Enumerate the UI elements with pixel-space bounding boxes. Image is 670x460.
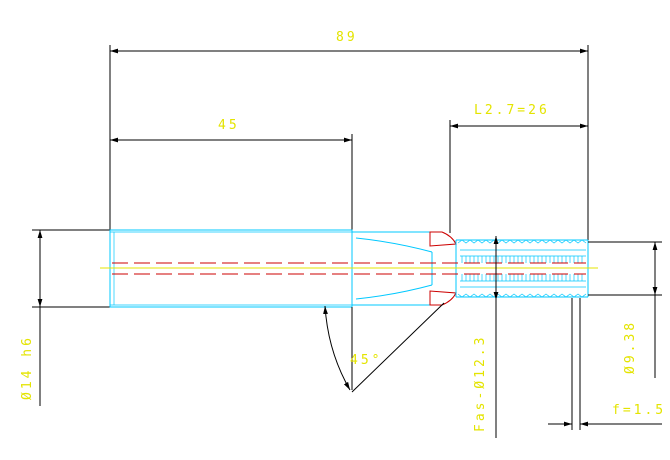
dim-shank-length-label: 45 bbox=[218, 118, 240, 133]
dim-chamfer-angle: 45° bbox=[323, 302, 445, 393]
dim-pitch-label: f=1.5 bbox=[612, 403, 666, 418]
tool-centerlines bbox=[100, 262, 598, 275]
dim-overall-length-label: 89 bbox=[336, 30, 358, 45]
dim-core-diameter: Ø9.38 bbox=[588, 241, 662, 378]
tool-neck bbox=[351, 231, 433, 306]
dim-shank-length: 45 bbox=[110, 118, 353, 232]
dim-cutting-length-label: L2.7=26 bbox=[474, 103, 550, 118]
dim-pitch: f=1.5 bbox=[548, 298, 666, 430]
tool-thread-section bbox=[455, 239, 589, 298]
dim-shank-diameter: Ø14 h6 bbox=[20, 229, 110, 406]
dim-overall-length: 89 bbox=[109, 30, 589, 244]
thread-ticks bbox=[461, 256, 583, 281]
dim-chamfer-angle-label: 45° bbox=[350, 353, 382, 368]
dim-chamfer-diameter: Fas-Ø12.3 bbox=[473, 236, 499, 438]
dim-chamfer-diameter-label: Fas-Ø12.3 bbox=[473, 335, 488, 432]
dim-shank-diameter-label: Ø14 h6 bbox=[20, 335, 35, 400]
dim-cutting-length: L2.7=26 bbox=[449, 103, 588, 233]
dim-core-diameter-label: Ø9.38 bbox=[623, 320, 638, 374]
